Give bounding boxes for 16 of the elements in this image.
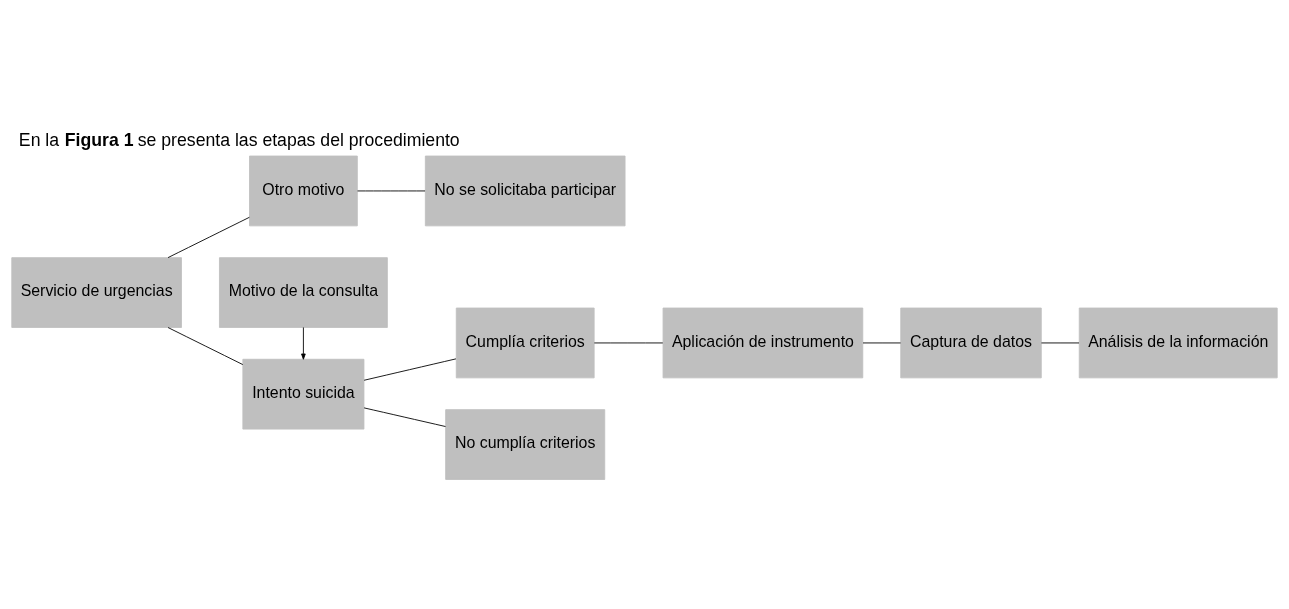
node-box: Aplicación de instrumento (662, 307, 864, 379)
arrow (301, 327, 306, 360)
node-box: Análisis de la información (1078, 307, 1278, 379)
node-box: Motivo de la consulta (219, 257, 388, 328)
node-box: Captura de datos (900, 307, 1042, 379)
connector (167, 216, 250, 259)
node-box: Intento suicida (242, 358, 365, 430)
diagram-title: En la Figura 1 se presenta las etapas del procedimiento (18, 130, 460, 151)
node-box: Servicio de urgencias (11, 257, 182, 328)
connector (363, 407, 446, 427)
node-box: No cumplía criterios (445, 409, 606, 480)
node-box: Otro motivo (249, 155, 358, 227)
connector (363, 358, 457, 381)
connector (167, 327, 244, 365)
node-box: No se solicitaba participar (424, 155, 626, 227)
node-box: Cumplía criterios (455, 307, 595, 379)
